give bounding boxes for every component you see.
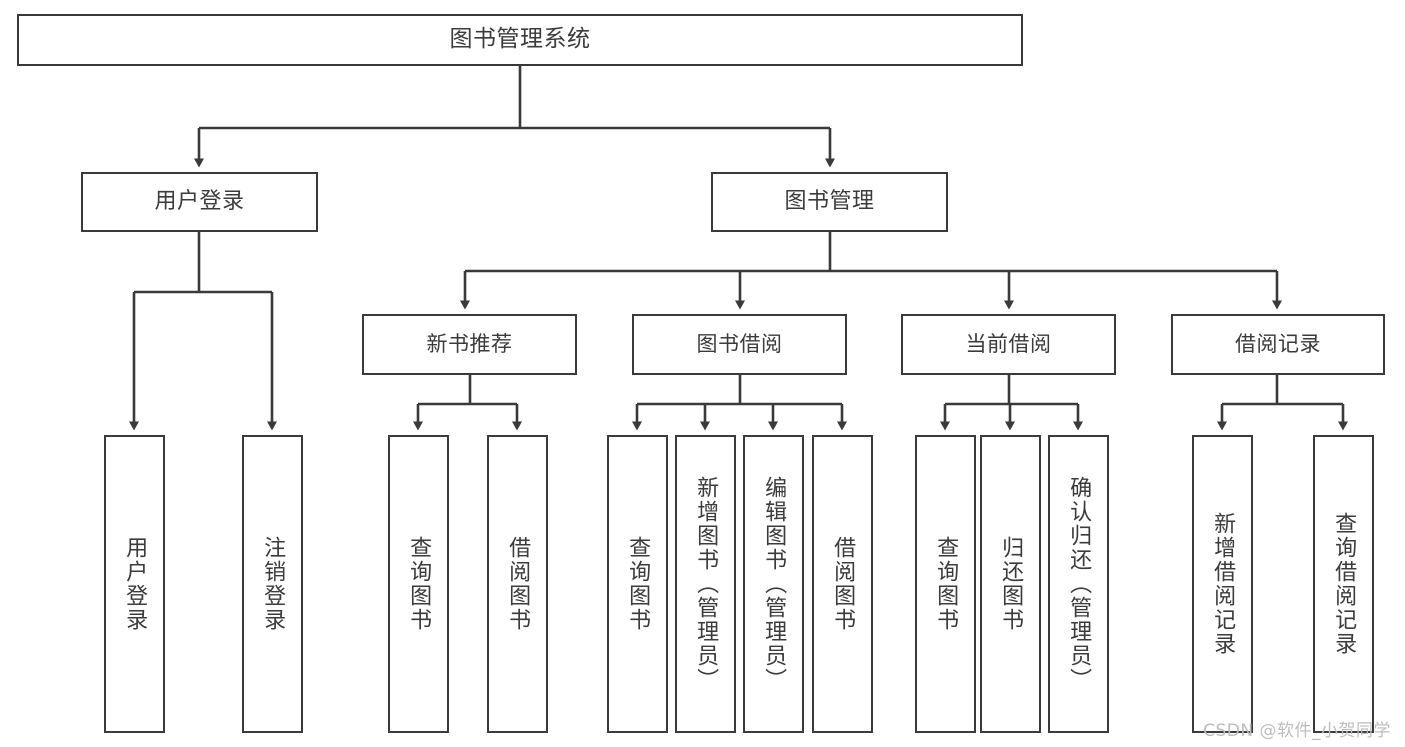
node-new-book-recommend[interactable]: 新书推荐 <box>362 314 577 375</box>
leaf-edit-book-admin-label: 编辑图书（管理员） <box>761 476 787 692</box>
leaf-user-login-label: 用户登录 <box>122 536 148 632</box>
leaf-search-borrow-record-label: 查询借阅记录 <box>1331 512 1357 656</box>
leaf-return-book-label: 归还图书 <box>998 536 1024 632</box>
leaf-borrow-book-label: 借阅图书 <box>830 536 856 632</box>
node-book-borrow[interactable]: 图书借阅 <box>632 314 847 375</box>
leaf-search-book-recommend-label: 查询图书 <box>406 536 432 632</box>
node-book-management-label: 图书管理 <box>784 189 875 215</box>
leaf-search-borrow-record[interactable]: 查询借阅记录 <box>1313 435 1374 733</box>
leaf-add-borrow-record-label: 新增借阅记录 <box>1210 512 1236 656</box>
leaf-return-book[interactable]: 归还图书 <box>980 435 1041 733</box>
leaf-confirm-return-admin-label: 确认归还（管理员） <box>1066 476 1092 692</box>
leaf-confirm-return-admin[interactable]: 确认归还（管理员） <box>1048 435 1109 733</box>
leaf-logout-label: 注销登录 <box>260 536 286 632</box>
node-book-borrow-label: 图书借阅 <box>696 332 783 357</box>
leaf-search-book-current[interactable]: 查询图书 <box>915 435 976 733</box>
node-borrow-record[interactable]: 借阅记录 <box>1171 314 1385 375</box>
leaf-borrow-book[interactable]: 借阅图书 <box>812 435 873 733</box>
node-current-borrow-label: 当前借阅 <box>965 332 1052 357</box>
node-user-login[interactable]: 用户登录 <box>81 172 318 232</box>
node-root-label: 图书管理系统 <box>449 26 591 53</box>
node-book-management[interactable]: 图书管理 <box>711 172 948 232</box>
leaf-user-login[interactable]: 用户登录 <box>104 435 165 733</box>
leaf-edit-book-admin[interactable]: 编辑图书（管理员） <box>743 435 804 733</box>
leaf-search-book-recommend[interactable]: 查询图书 <box>388 435 449 733</box>
leaf-search-book-current-label: 查询图书 <box>933 536 959 632</box>
node-current-borrow[interactable]: 当前借阅 <box>901 314 1116 375</box>
leaf-logout[interactable]: 注销登录 <box>242 435 303 733</box>
leaf-add-book-admin[interactable]: 新增图书（管理员） <box>675 435 736 733</box>
leaf-borrow-book-recommend[interactable]: 借阅图书 <box>487 435 548 733</box>
watermark-text: CSDN @软件_小贺同学 <box>1203 721 1391 741</box>
leaf-search-book-borrow[interactable]: 查询图书 <box>607 435 668 733</box>
leaf-search-book-borrow-label: 查询图书 <box>625 536 651 632</box>
node-new-book-recommend-label: 新书推荐 <box>426 332 513 357</box>
node-user-login-label: 用户登录 <box>154 189 245 215</box>
leaf-add-book-admin-label: 新增图书（管理员） <box>693 476 719 692</box>
leaf-borrow-book-recommend-label: 借阅图书 <box>505 536 531 632</box>
node-root-system[interactable]: 图书管理系统 <box>17 14 1023 66</box>
node-borrow-record-label: 借阅记录 <box>1235 332 1321 357</box>
leaf-add-borrow-record[interactable]: 新增借阅记录 <box>1192 435 1253 733</box>
